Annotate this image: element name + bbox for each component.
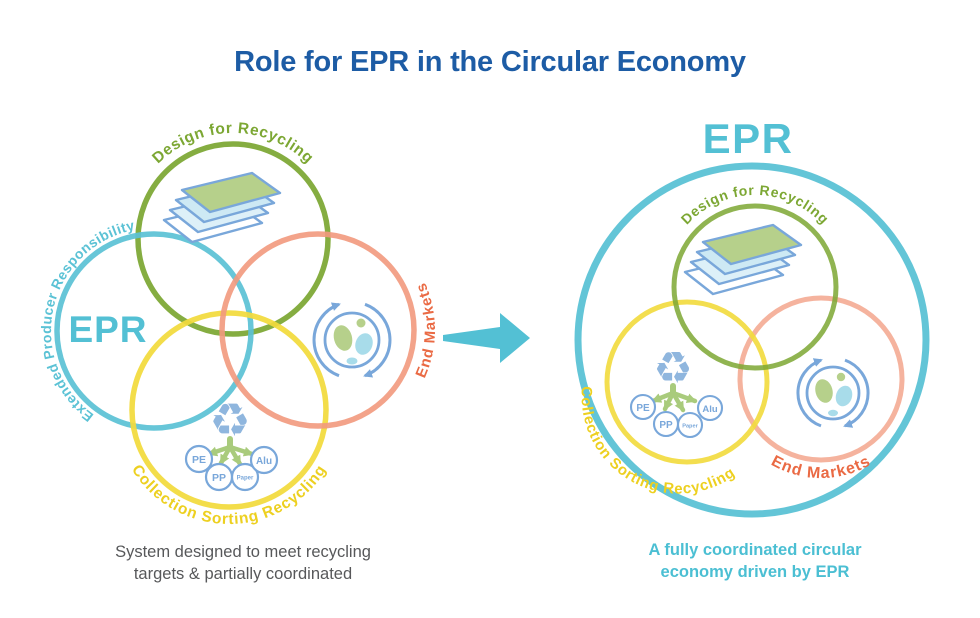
svg-text:Alu: Alu — [702, 404, 718, 415]
material-badge-pp: PP — [204, 462, 234, 492]
material-badge-alu: Alu — [696, 394, 724, 422]
svg-text:PE: PE — [192, 454, 206, 466]
collection-circle — [604, 299, 770, 465]
left-caption-line1: System designed to meet recycling — [115, 543, 371, 561]
design-circle — [135, 141, 331, 337]
design-circle — [671, 203, 839, 371]
sheets-icon — [683, 223, 803, 296]
epr-circle — [54, 231, 254, 431]
material-badge-paper: Paper — [230, 462, 260, 492]
material-badge-pe: PE — [629, 393, 657, 421]
right-caption: A fully coordinated circular economy dri… — [560, 539, 950, 584]
svg-text:Paper: Paper — [682, 424, 698, 430]
svg-text:Alu: Alu — [256, 456, 272, 467]
material-badge-alu: Alu — [249, 445, 279, 475]
svg-text:PP: PP — [659, 420, 673, 431]
epr-label: EPR — [68, 309, 147, 350]
collection-circle — [129, 310, 329, 510]
material-badge-pe: PE — [184, 444, 214, 474]
epr-heading: EPR — [703, 115, 794, 162]
end-markets-circle — [737, 295, 905, 463]
material-badge-pp: PP — [652, 410, 680, 438]
globe-icon — [312, 302, 392, 378]
page-title: Role for EPR in the Circular Economy — [234, 46, 746, 78]
globe-icon — [796, 358, 870, 428]
svg-text:PP: PP — [212, 472, 226, 484]
svg-text:Paper: Paper — [237, 476, 254, 482]
epr-outer-circle — [574, 162, 930, 518]
left-venn-diagram: Design for Recycling Extended Producer R… — [38, 120, 438, 528]
left-caption: System designed to meet recycling target… — [43, 541, 443, 586]
material-badge-paper: Paper — [676, 411, 704, 439]
transition-arrow — [443, 313, 530, 363]
right-venn-diagram: EPR Design for Recycling Collection Sort… — [574, 115, 930, 518]
sheets-icon — [162, 171, 282, 244]
left-caption-line2: targets & partially coordinated — [133, 565, 353, 584]
sorting-arrows-icon — [650, 383, 698, 413]
right-caption-line2: economy driven by EPR — [660, 563, 850, 582]
right-caption-line1: A fully coordinated circular — [648, 541, 862, 559]
sorting-arrows-icon — [206, 436, 255, 467]
svg-text:PE: PE — [636, 403, 650, 414]
end-markets-circle — [219, 231, 417, 429]
